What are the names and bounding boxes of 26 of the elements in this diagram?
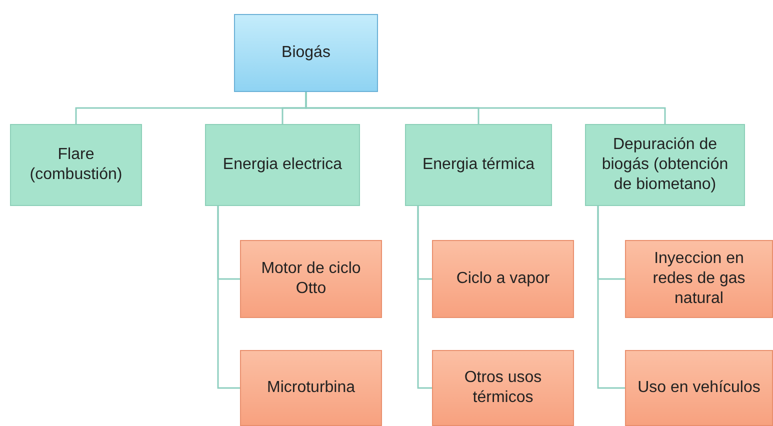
node-label: Energia electrica: [222, 155, 342, 175]
node-label: Flare (combustión): [28, 145, 124, 185]
application-box: [432, 350, 574, 426]
application-box: [625, 350, 773, 426]
application-box: [240, 350, 382, 426]
category-box: [10, 124, 142, 206]
application-box: [432, 240, 574, 318]
connector-line: [217, 206, 240, 389]
node-label: Otros usos térmicos: [463, 368, 543, 408]
category-box: [405, 124, 552, 206]
node-label: Energia térmica: [422, 155, 535, 175]
node-label: Biogás: [282, 43, 330, 63]
category-box: [585, 124, 745, 206]
node-label: Inyeccion en redes de gas natural: [652, 249, 746, 309]
connector-line: [305, 92, 666, 124]
connector-line: [597, 206, 625, 389]
node-label: Motor de ciclo Otto: [260, 259, 362, 299]
connector-line: [417, 206, 432, 389]
node-label: Microturbina: [266, 378, 356, 398]
category-box: [205, 124, 360, 206]
node-label: Ciclo a vapor: [456, 269, 550, 289]
root-box: [234, 14, 378, 92]
application-box: [625, 240, 773, 318]
node-label: Uso en vehículos: [638, 378, 760, 398]
application-box: [240, 240, 382, 318]
node-label: Depuración de biogás (obtención de biometano): [600, 135, 730, 195]
